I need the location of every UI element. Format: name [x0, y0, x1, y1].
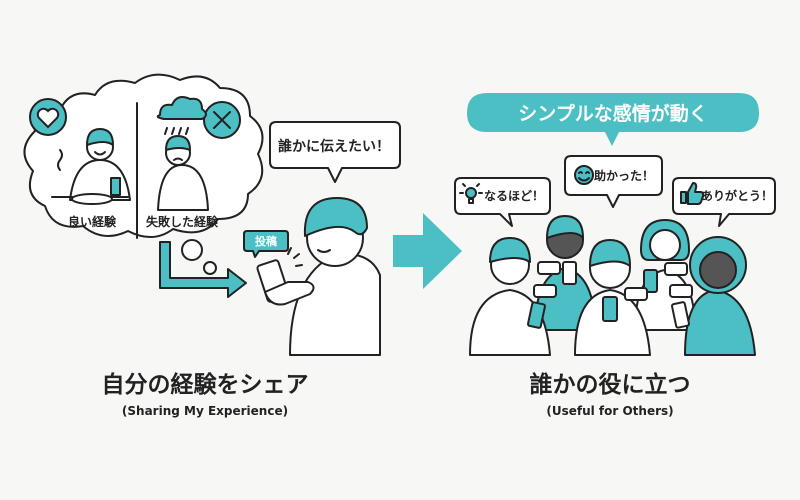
- post-tag-label: 投稿: [255, 234, 277, 248]
- speech-text: 誰かに伝えたい！: [278, 138, 390, 155]
- reaction-bubble-naruhodo: なるほど！: [454, 177, 551, 227]
- left-subtitle: (Sharing My Experience): [122, 404, 288, 418]
- heart-icon: [29, 98, 67, 136]
- banner-text: シンプルな感情が動く: [518, 102, 707, 125]
- reaction-bubble-tasukatta: 助かった！: [564, 155, 663, 208]
- right-title: 誰かの役に立つ: [530, 371, 691, 398]
- right-subtitle: (Useful for Others): [546, 404, 673, 418]
- left-title: 自分の経験をシェア: [102, 371, 309, 398]
- good-experience-label: 良い経験: [68, 214, 117, 229]
- bubble-text: なるほど！: [484, 189, 544, 203]
- bent-arrow-icon: [159, 241, 247, 298]
- group-of-people: [469, 214, 756, 356]
- thumbs-up-icon: [680, 182, 705, 205]
- banner: シンプルな感情が動く: [467, 93, 759, 146]
- man-with-phone: [256, 197, 381, 356]
- lightbulb-icon: [459, 183, 483, 204]
- speech-bubble: 誰かに伝えたい！: [269, 121, 401, 183]
- x-icon: [203, 101, 241, 139]
- smile-icon: [574, 165, 594, 185]
- bubble-text: ありがとう！: [701, 188, 773, 203]
- post-tag: 投稿: [243, 230, 289, 258]
- bubble-text: 助かった！: [594, 168, 654, 183]
- reaction-bubble-arigatou: ありがとう！: [672, 177, 776, 227]
- happy-person-eating: [51, 128, 131, 205]
- arrow-right-icon: [393, 213, 462, 289]
- sad-person-rain: [156, 96, 209, 211]
- bad-experience-label: 失敗した経験: [146, 214, 219, 229]
